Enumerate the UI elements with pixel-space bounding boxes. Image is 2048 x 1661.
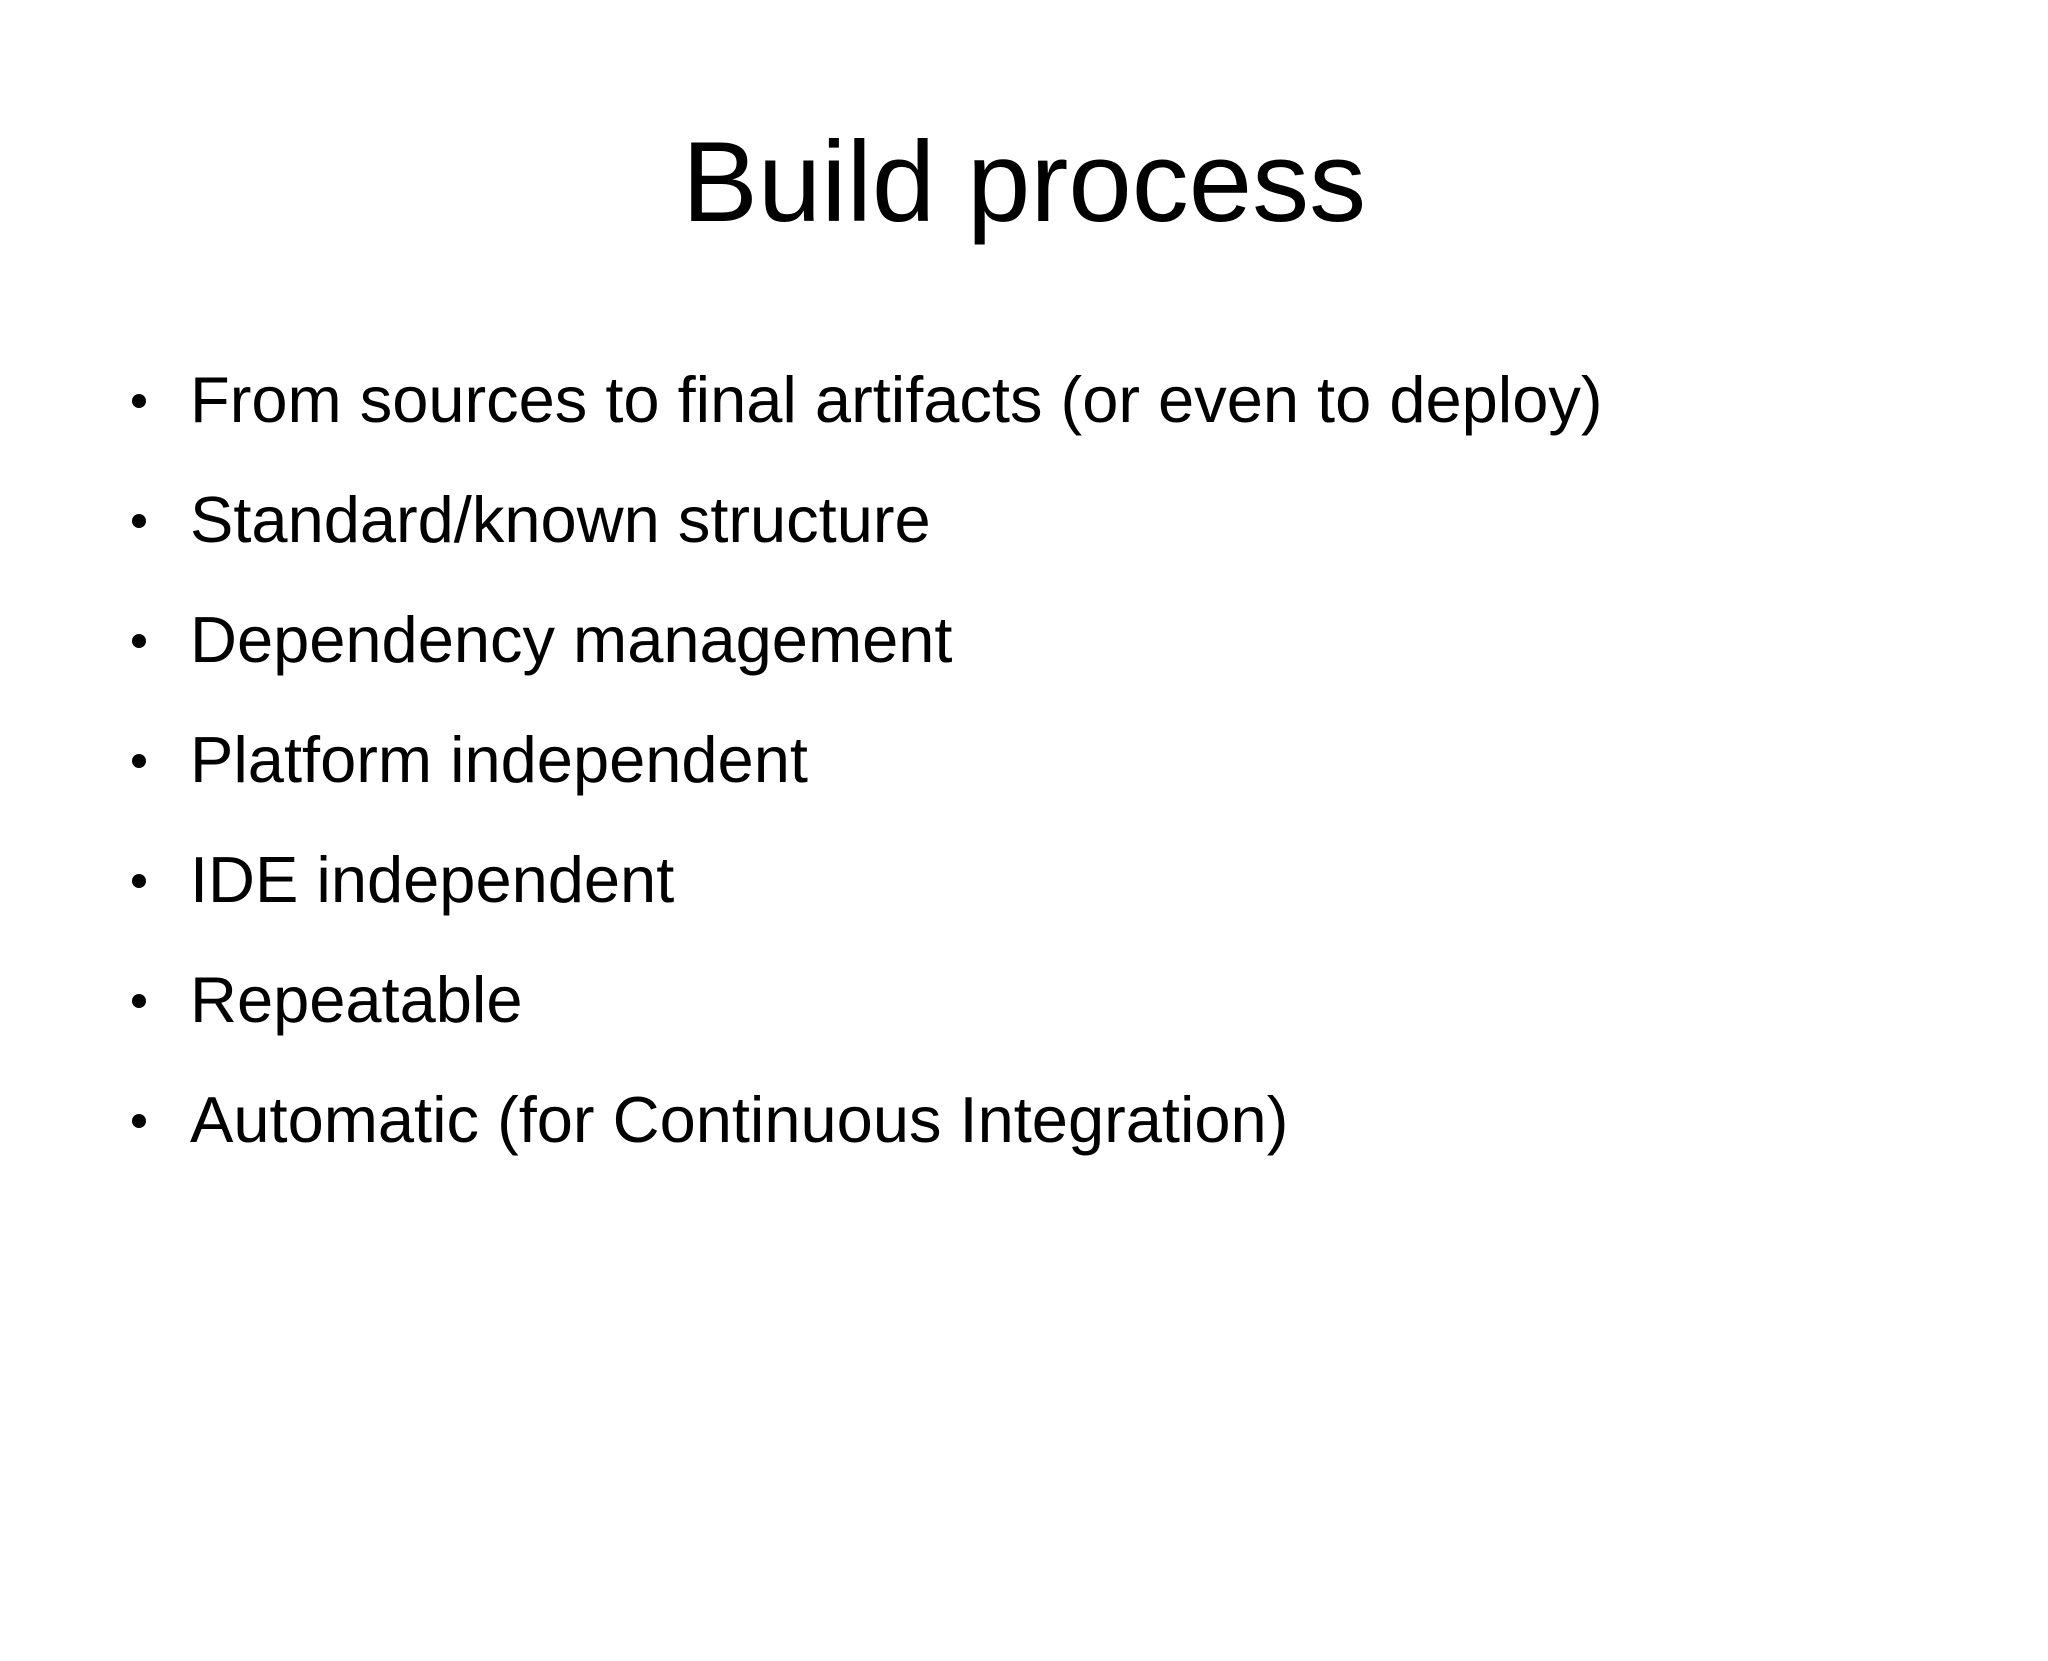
bullet-icon — [132, 394, 146, 408]
bullet-icon — [132, 514, 146, 528]
bullet-icon — [132, 874, 146, 888]
bullet-text: Dependency management — [190, 603, 953, 676]
bullet-text: Platform independent — [190, 723, 808, 796]
list-item: From sources to final artifacts (or even… — [128, 361, 1998, 439]
bullet-list: From sources to final artifacts (or even… — [128, 361, 1998, 1159]
list-item: Repeatable — [128, 961, 1998, 1039]
list-item: IDE independent — [128, 841, 1998, 919]
list-item: Automatic (for Continuous Integration) — [128, 1081, 1998, 1159]
list-item: Standard/known structure — [128, 481, 1998, 559]
bullet-text: Repeatable — [190, 963, 523, 1036]
bullet-icon — [132, 994, 146, 1008]
list-item: Dependency management — [128, 601, 1998, 679]
bullet-icon — [132, 634, 146, 648]
bullet-text: IDE independent — [190, 843, 675, 916]
slide: Build process From sources to final arti… — [0, 126, 2048, 1661]
bullet-text: From sources to final artifacts (or even… — [190, 363, 1603, 436]
bullet-text: Standard/known structure — [190, 483, 931, 556]
list-item: Platform independent — [128, 721, 1998, 799]
bullet-icon — [132, 1114, 146, 1128]
page-title: Build process — [681, 119, 1367, 246]
bullet-icon — [132, 754, 146, 768]
bullet-text: Automatic (for Continuous Integration) — [190, 1083, 1289, 1156]
